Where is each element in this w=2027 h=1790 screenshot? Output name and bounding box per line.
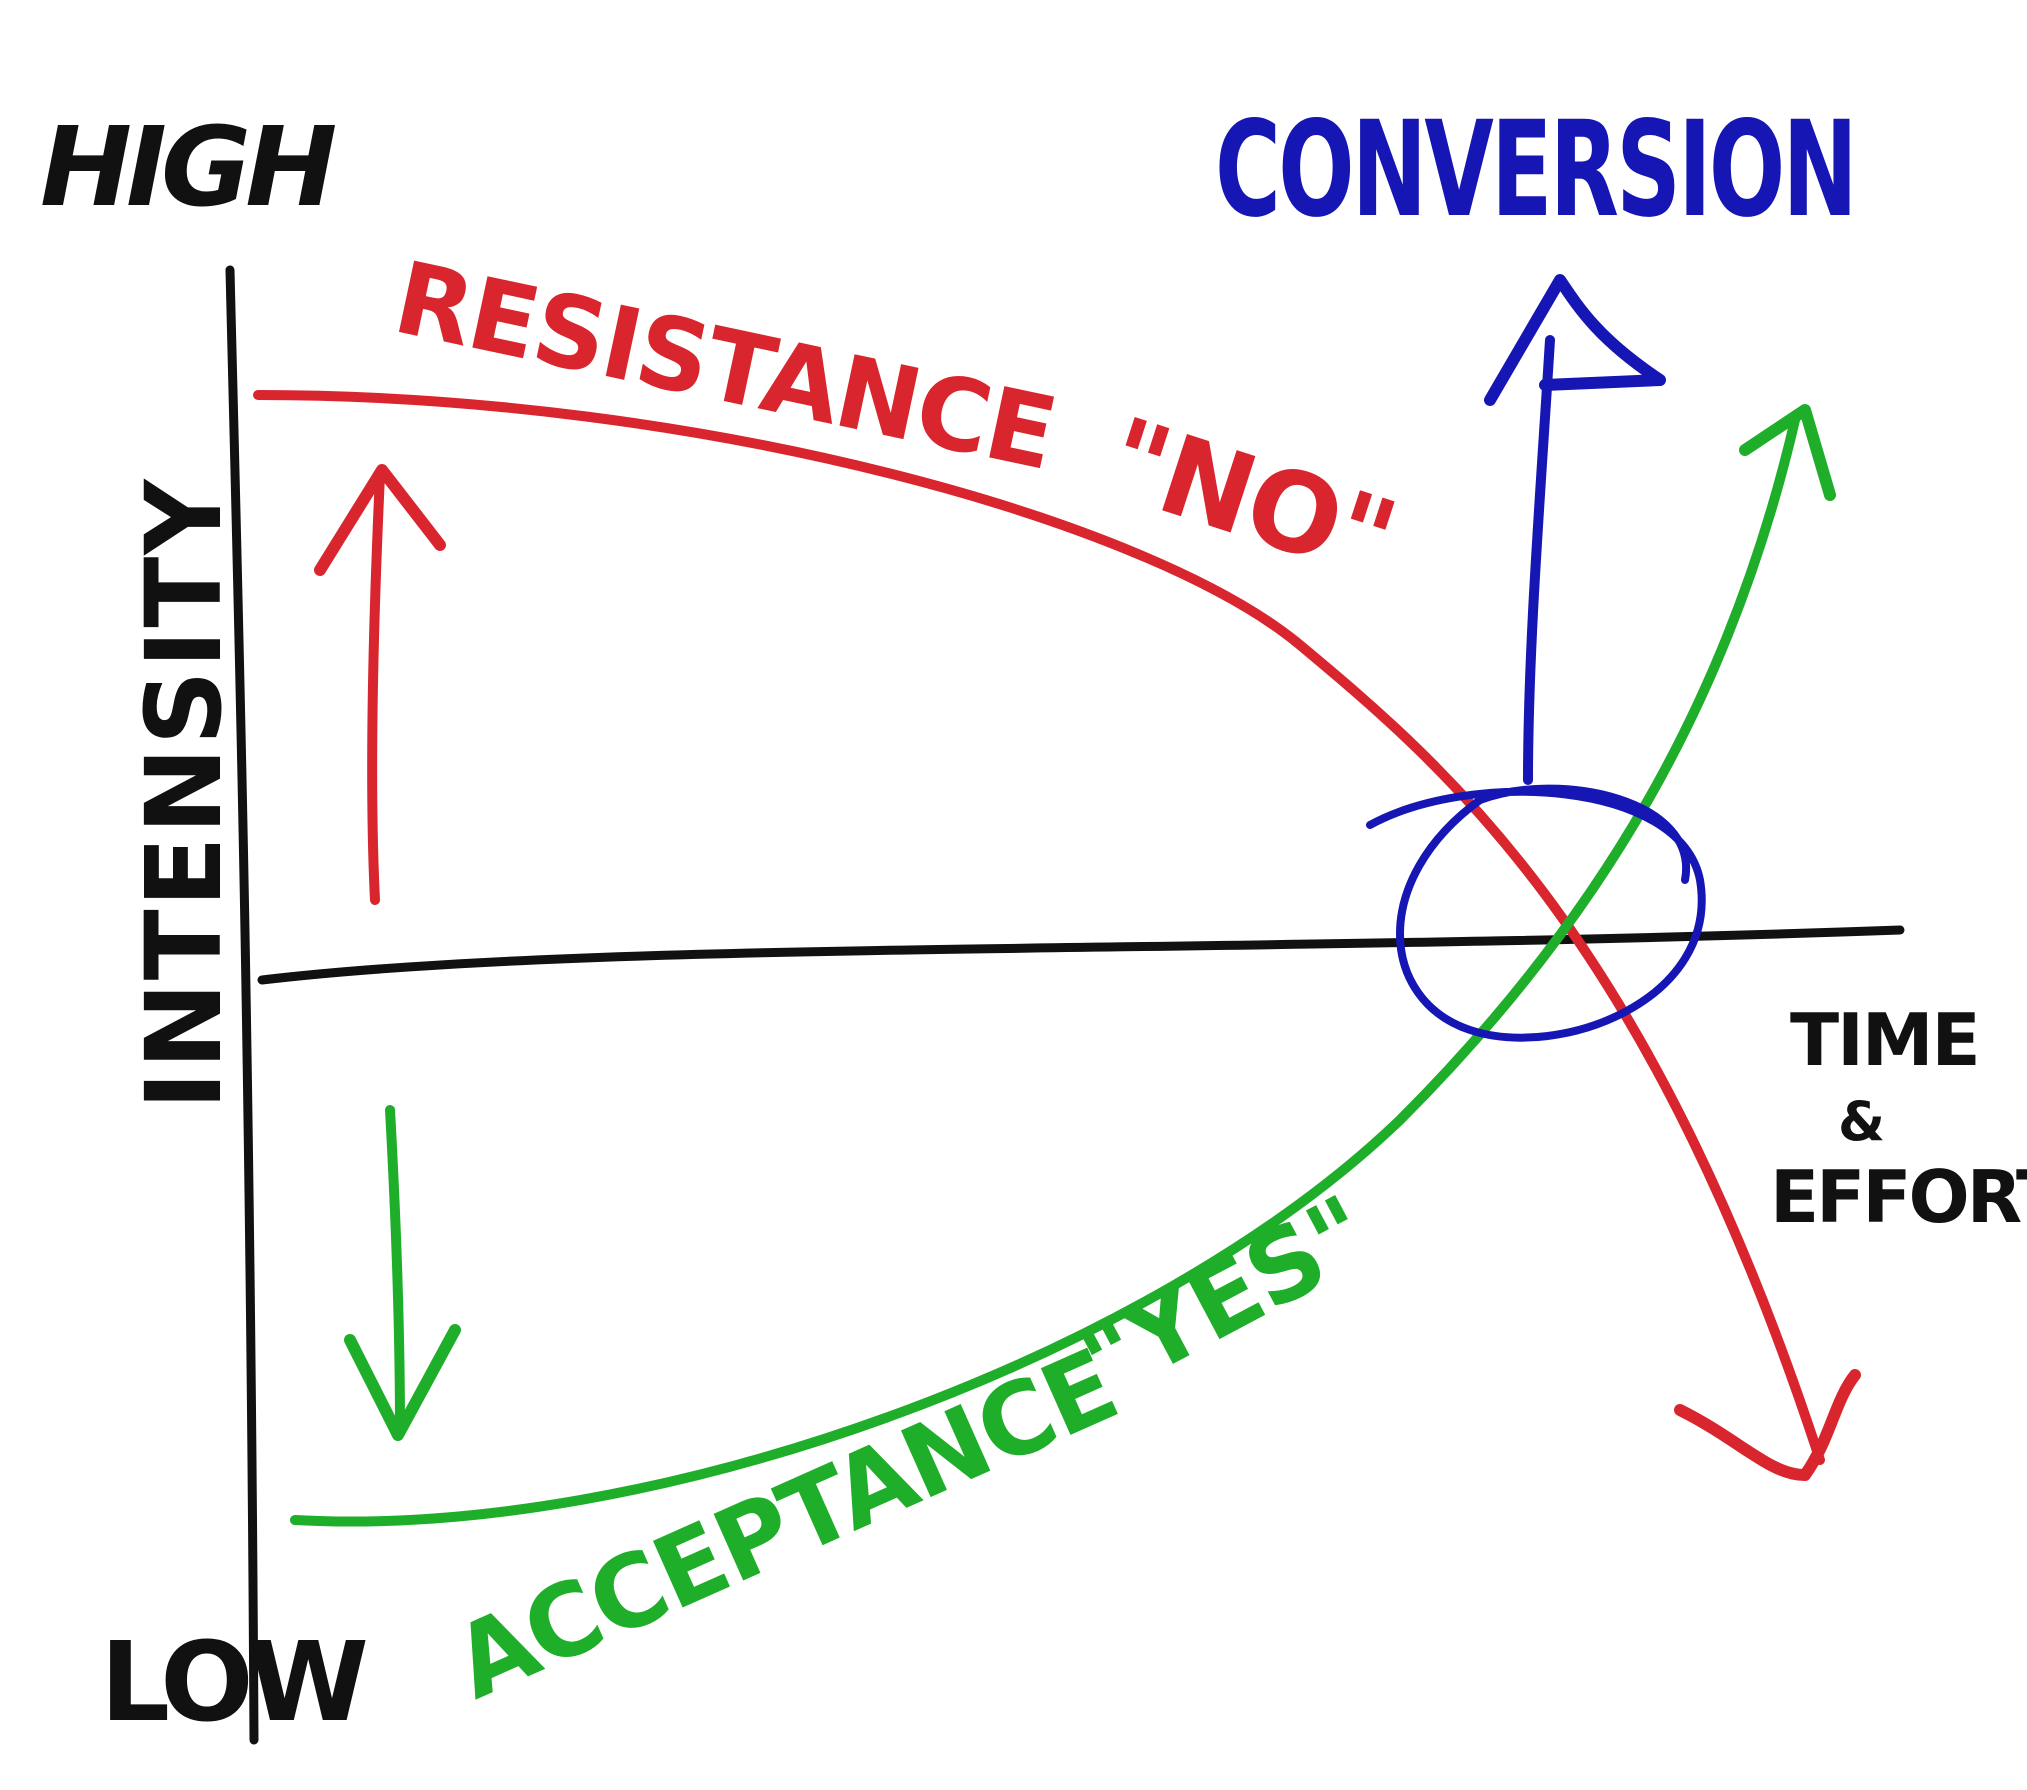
resistance-no-label: "NO" xyxy=(1092,393,1409,605)
x-axis xyxy=(257,925,1905,985)
resistance-arrowhead xyxy=(1674,1369,1861,1481)
intensity-label: INTENSITY xyxy=(123,477,245,1110)
time-label: TIME xyxy=(1790,998,1979,1082)
conversion-label: CONVERSION xyxy=(1215,93,1855,247)
low-label: LOW xyxy=(100,1618,366,1746)
increase-arrowhead xyxy=(314,464,446,576)
high-label: HIGH xyxy=(40,103,335,231)
conversion-arrowhead xyxy=(1484,274,1666,406)
acceptance-arrowhead xyxy=(1739,404,1836,501)
acceptance-label: ACCEPTANCE xyxy=(437,1327,1132,1722)
acceptance-curve xyxy=(290,415,1800,1527)
conversion-arrow xyxy=(1523,335,1555,785)
acceptance-yes-label: "YES" xyxy=(1061,1174,1387,1421)
resistance-label: RESISTANCE xyxy=(385,239,1064,493)
decrease-arrowhead xyxy=(344,1324,461,1441)
ampersand-label: & xyxy=(1838,1090,1885,1153)
resistance-curve xyxy=(253,390,1825,1465)
increase-arrow xyxy=(367,470,385,905)
conversion-ellipse xyxy=(1366,784,1706,1042)
y-axis xyxy=(225,265,259,1745)
effort-label: EFFORT xyxy=(1770,1155,2027,1239)
decrease-arrow xyxy=(385,1105,405,1435)
